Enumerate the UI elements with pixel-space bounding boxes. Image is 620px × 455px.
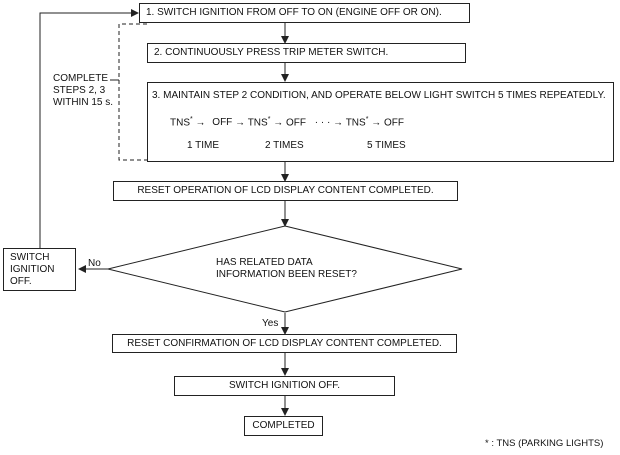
label-1-time: 1 TIME [187,140,220,151]
step3-text: 3. MAINTAIN STEP 2 CONDITION, AND OPERAT… [152,90,606,101]
step2-box: 2. CONTINUOUSLY PRESS TRIP METER SWITCH. [147,43,466,63]
seq-arrow-4: → [333,117,344,129]
completed-box: COMPLETED [244,416,323,436]
seq-arrow-1: → [195,117,206,129]
complete-note-line1: COMPLETE [53,73,109,84]
off-label-3: OFF [384,117,404,129]
tns-label-3: TNS [345,117,366,129]
off-label-1: OFF [212,117,233,129]
seq-arrow-3: → [273,117,284,129]
completed-text: COMPLETED [252,420,315,431]
seq-arrow-2: → [235,117,246,129]
loop-back-line [39,9,139,248]
tns-star-2: * [267,116,271,123]
step1-box: 1. SWITCH IGNITION FROM OFF TO ON (ENGIN… [139,3,470,23]
step2-text: 2. CONTINUOUSLY PRESS TRIP METER SWITCH. [154,47,389,58]
no-label: No [88,258,101,269]
complete-note-line2: STEPS 2, 3 [53,85,106,96]
decision-diamond [107,225,463,313]
switch-ignition-off-box: SWITCH IGNITION OFF. [3,248,76,291]
footnote: * : TNS (PARKING LIGHTS) [485,438,604,449]
complete-note-line3: WITHIN 15 s. [53,97,114,108]
decision-line2: INFORMATION BEEN RESET? [216,269,357,280]
complete-note: COMPLETE STEPS 2, 3 WITHIN 15 s. [53,73,113,109]
yes-label: Yes [262,318,279,329]
tns-star-3: * [365,116,369,123]
reset-completed-text: RESET OPERATION OF LCD DISPLAY CONTENT C… [137,185,434,196]
step3-box: 3. MAINTAIN STEP 2 CONDITION, AND OPERAT… [147,82,614,162]
switch-off-line3: OFF. [10,276,32,287]
off-label-2: OFF [285,117,306,129]
label-2-times: 2 TIMES [265,140,304,151]
tns-label-2: TNS [247,117,268,129]
decision-line1: HAS RELATED DATA [216,257,313,268]
seq-arrow-5: → [371,117,382,129]
switch-ignition-off-text: SWITCH IGNITION OFF. [10,252,54,288]
switch-off-line2: IGNITION [10,264,55,275]
decision-text: HAS RELATED DATA INFORMATION BEEN RESET? [216,257,357,281]
tns-sequence: TNS* → OFF → TNS* → OFF · · · → TNS* → O… [170,114,404,129]
switch-off-line1: SWITCH [10,252,50,263]
switch-off-text: SWITCH IGNITION OFF. [228,380,341,391]
steps-bracket [118,23,147,161]
confirmation-box: RESET CONFIRMATION OF LCD DISPLAY CONTEN… [112,334,457,353]
tns-label-1: TNS [170,117,190,129]
step1-text: 1. SWITCH IGNITION FROM OFF TO ON (ENGIN… [146,7,442,18]
label-5-times: 5 TIMES [367,140,406,151]
tns-star-1: * [190,116,193,123]
switch-off-box: SWITCH IGNITION OFF. [174,376,395,396]
confirmation-text: RESET CONFIRMATION OF LCD DISPLAY CONTEN… [127,337,442,349]
seq-dots: · · · [314,117,331,129]
reset-completed-box: RESET OPERATION OF LCD DISPLAY CONTENT C… [113,181,458,201]
